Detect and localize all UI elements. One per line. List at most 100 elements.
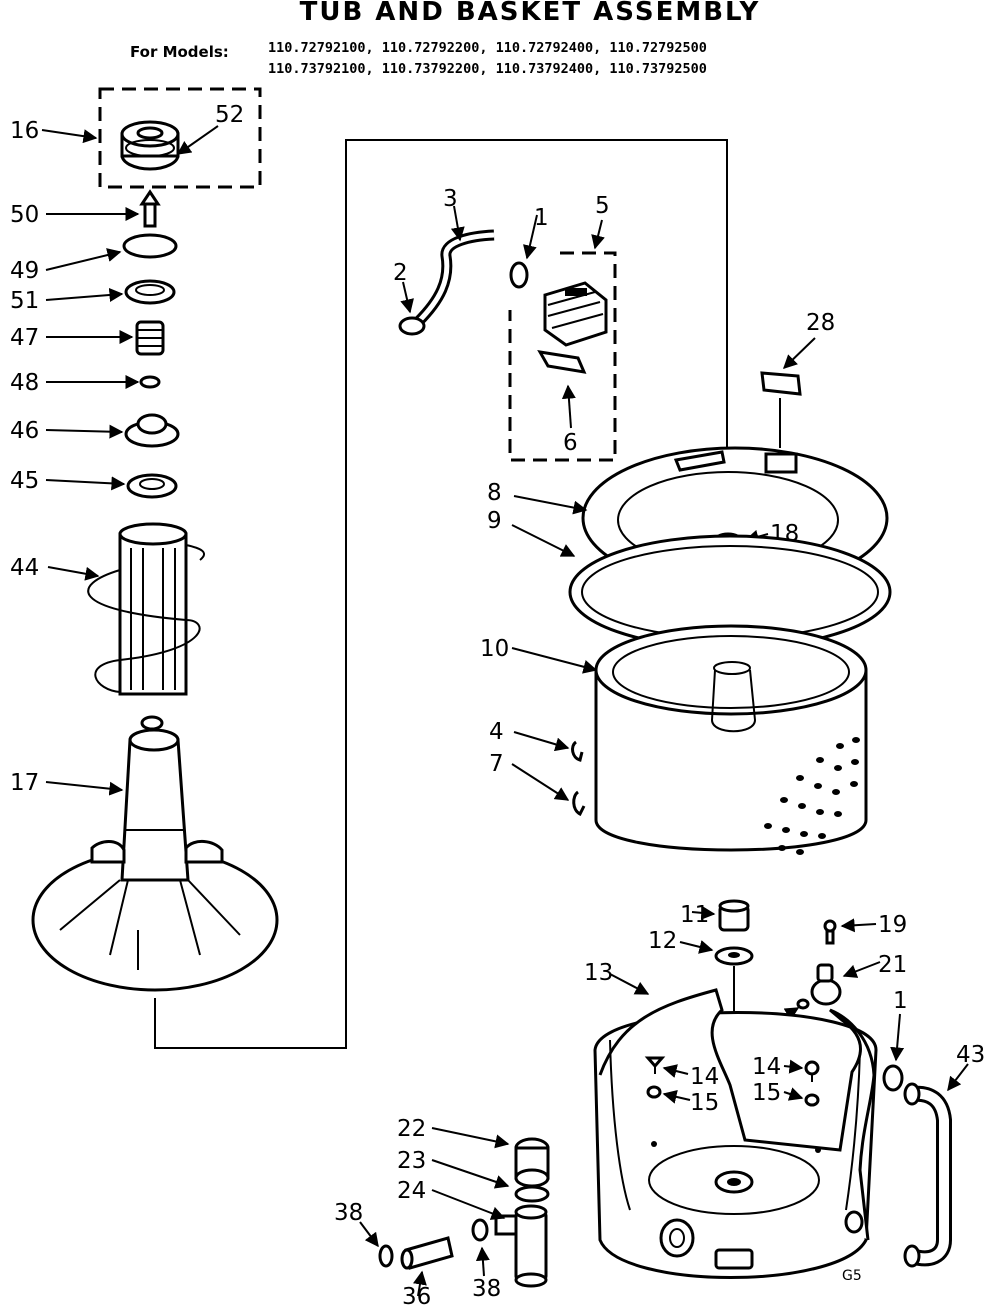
water-spreader <box>543 281 608 347</box>
callout-1-right: 1 <box>893 988 908 1014</box>
leader-44 <box>47 566 100 581</box>
outer-tub <box>593 988 878 1279</box>
agitator-seal <box>126 473 178 499</box>
leader-1-right <box>890 1013 905 1062</box>
callout-50: 50 <box>10 202 39 228</box>
leader-19 <box>840 918 877 933</box>
tub-drain-cap <box>810 963 842 1006</box>
leader-15-left <box>662 1090 691 1104</box>
tub-small-washer <box>796 998 810 1010</box>
leader-14-right <box>783 1059 804 1074</box>
connector-tube <box>400 1236 454 1270</box>
leader-36 <box>413 1270 427 1297</box>
leader-22 <box>431 1127 510 1149</box>
callout-9: 9 <box>487 508 502 534</box>
callout-4: 4 <box>489 719 504 745</box>
callout-10: 10 <box>480 636 509 662</box>
callout-8: 8 <box>487 480 502 506</box>
leader-2 <box>400 281 414 314</box>
leader-12 <box>679 940 714 954</box>
leader-11 <box>691 905 716 920</box>
callout-14-right: 14 <box>752 1054 781 1080</box>
callout-5: 5 <box>595 193 610 219</box>
leader-1-top <box>523 214 538 260</box>
callout-22: 22 <box>397 1116 426 1142</box>
callout-44: 44 <box>10 555 39 581</box>
drain-pipe <box>494 1204 548 1288</box>
leader-7 <box>511 763 570 801</box>
callout-17: 17 <box>10 770 39 796</box>
callout-1-top: 1 <box>534 205 549 231</box>
tube-clamp-left <box>378 1244 394 1268</box>
tub-bracket-screw-left <box>644 1056 666 1074</box>
tub-bracket-washer-right <box>804 1093 820 1107</box>
leader-28 <box>782 337 816 369</box>
agitator-small-washer <box>139 375 161 389</box>
model-numbers-line-2: 110.73792100, 110.73792200, 110.73792400… <box>268 61 707 77</box>
callout-11: 11 <box>680 902 709 928</box>
leader-45 <box>45 476 126 491</box>
callout-46: 46 <box>10 418 39 444</box>
agitator-auger <box>87 522 205 696</box>
drain-hose-clamp <box>882 1064 904 1092</box>
connector-line <box>154 139 728 1049</box>
callout-2: 2 <box>393 260 408 286</box>
leader-8 <box>513 495 588 515</box>
callout-19: 19 <box>878 912 907 938</box>
callout-3: 3 <box>443 186 458 212</box>
callout-49: 49 <box>10 258 39 284</box>
callout-47: 47 <box>10 325 39 351</box>
callout-38-left: 38 <box>334 1200 363 1226</box>
leader-17 <box>45 781 124 796</box>
callout-15-right: 15 <box>752 1080 781 1106</box>
spreader-gasket <box>537 350 587 374</box>
tub-seal <box>718 899 750 932</box>
diagram-title: TUB AND BASKET ASSEMBLY <box>300 0 761 27</box>
callout-51: 51 <box>10 288 39 314</box>
drain-valve-body <box>514 1137 550 1188</box>
callout-48: 48 <box>10 370 39 396</box>
leader-46 <box>45 424 124 439</box>
callout-14-left: 14 <box>690 1064 719 1090</box>
agitator-spring <box>135 320 165 356</box>
callout-36: 36 <box>402 1284 431 1309</box>
agitator-washer <box>122 233 178 259</box>
callout-43: 43 <box>956 1042 985 1068</box>
basket-clip-lower <box>572 790 586 817</box>
drain-hose <box>903 1082 952 1268</box>
tub-bracket-screw-right <box>804 1060 820 1082</box>
leader-24 <box>431 1189 506 1220</box>
tub-bracket-washer-left <box>646 1085 662 1099</box>
callout-45: 45 <box>10 468 39 494</box>
leader-38-left <box>359 1221 379 1248</box>
tub-screw <box>823 919 837 945</box>
tub-seal-washer <box>714 946 754 966</box>
agitator-ring <box>124 279 176 305</box>
callout-12: 12 <box>648 928 677 954</box>
callout-16: 16 <box>10 118 39 144</box>
leader-15-right <box>783 1087 804 1101</box>
leader-4 <box>513 731 570 752</box>
agitator-cap-group-box <box>98 87 262 189</box>
models-label: For Models: <box>130 43 229 61</box>
drain-valve-gasket <box>514 1185 550 1203</box>
leader-14-left <box>662 1064 689 1078</box>
leader-9 <box>511 524 576 557</box>
model-numbers-line-1: 110.72792100, 110.72792200, 110.72792400… <box>268 40 707 56</box>
leader-49 <box>45 248 122 271</box>
callout-7: 7 <box>489 751 504 777</box>
leader-51 <box>45 288 124 302</box>
leader-10 <box>511 647 598 674</box>
agitator-bolt <box>139 189 161 228</box>
hose-clamp <box>509 261 529 289</box>
leader-5 <box>591 219 605 250</box>
leader-13 <box>609 973 650 995</box>
basket-clip-upper <box>571 740 584 762</box>
spin-basket <box>594 624 868 855</box>
inlet-hose <box>398 229 495 336</box>
leader-6 <box>561 384 576 429</box>
leader-38-right <box>475 1246 490 1277</box>
leader-16 <box>41 129 98 144</box>
callout-15-left: 15 <box>690 1090 719 1116</box>
